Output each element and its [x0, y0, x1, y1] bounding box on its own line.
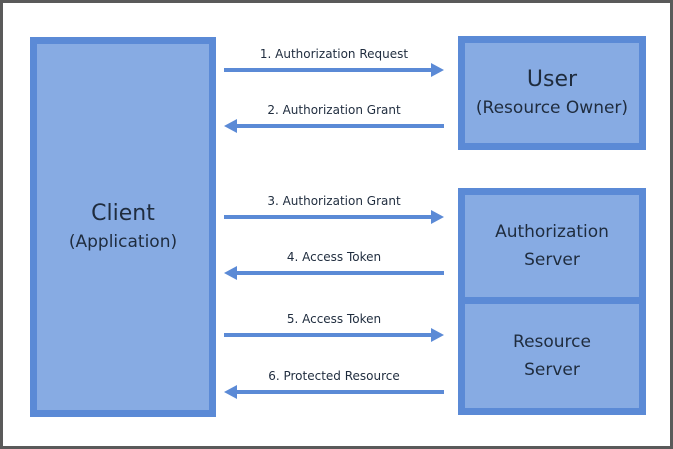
arrow-4-head: [224, 266, 237, 280]
arrow-4: 4. Access Token: [224, 250, 444, 280]
arrow-6-label: 6. Protected Resource: [268, 369, 400, 383]
arrow-1-label: 1. Authorization Request: [260, 47, 408, 61]
arrow-3-head: [431, 210, 444, 224]
arrow-3: 3. Authorization Grant: [224, 194, 444, 224]
arrows-layer: 1. Authorization Request 2. Authorization…: [224, 47, 444, 399]
resource-server-line1: Resource: [513, 332, 591, 352]
client-box: Client (Application): [30, 37, 216, 417]
arrow-1-head: [431, 63, 444, 77]
arrow-5: 5. Access Token: [224, 312, 444, 342]
user-title: User: [526, 67, 578, 92]
arrow-5-label: 5. Access Token: [287, 312, 381, 326]
arrow-2-label: 2. Authorization Grant: [267, 103, 401, 117]
resource-server-line2: Server: [524, 360, 580, 380]
user-box: User (Resource Owner): [458, 36, 646, 150]
arrow-5-head: [431, 328, 444, 342]
arrow-2: 2. Authorization Grant: [224, 103, 444, 133]
arrow-6-head: [224, 385, 237, 399]
authorization-server-line1: Authorization: [495, 222, 609, 242]
user-subtitle: (Resource Owner): [475, 98, 629, 118]
resource-server-box: Resource Server: [458, 297, 646, 415]
client-subtitle: (Application): [68, 232, 178, 252]
arrow-3-label: 3. Authorization Grant: [267, 194, 401, 208]
arrow-2-head: [224, 119, 237, 133]
arrow-1: 1. Authorization Request: [224, 47, 444, 77]
arrow-6: 6. Protected Resource: [224, 369, 444, 399]
authorization-server-line2: Server: [524, 250, 580, 270]
client-title: Client: [91, 201, 155, 226]
arrow-4-label: 4. Access Token: [287, 250, 381, 264]
